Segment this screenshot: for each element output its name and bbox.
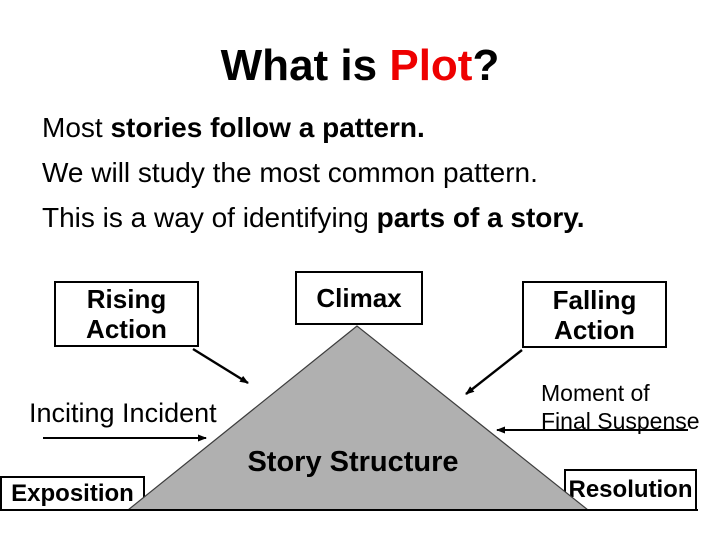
- exposition-box: Exposition: [0, 476, 145, 511]
- rising-action-label-line1: Rising: [86, 284, 167, 314]
- moment-of-final-suspense-label: Moment of Final Suspense: [541, 379, 700, 435]
- falling-action-label-line2: Action: [554, 314, 635, 345]
- body-text: Most stories follow a pattern. We will st…: [42, 105, 702, 240]
- body-line: This is a way of identifying parts of a …: [42, 195, 702, 240]
- moment-label-line2: Final Suspense: [541, 408, 700, 434]
- climax-label: Climax: [316, 283, 402, 313]
- story-structure-label: Story Structure: [247, 446, 459, 478]
- body-text-segment: We will study the most common pattern.: [42, 157, 538, 188]
- resolution-box: Resolution: [564, 469, 697, 511]
- falling-action-label-line1: Falling: [552, 284, 637, 315]
- body-text-segment: This is a way of identifying: [42, 202, 377, 233]
- climax-box: Climax: [295, 271, 423, 325]
- falling-action-box: Falling Action: [522, 281, 667, 348]
- title-prefix: What is: [220, 41, 390, 90]
- body-text-segment: stories follow a pattern.: [110, 112, 425, 143]
- body-text-segment: parts of a story.: [376, 202, 585, 233]
- title-highlight: Plot: [389, 41, 473, 90]
- title-suffix: ?: [472, 41, 500, 90]
- rising-action-arrow: [192, 347, 249, 385]
- moment-label-line1: Moment of: [541, 380, 650, 406]
- exposition-label: Exposition: [11, 479, 134, 507]
- slide-title: What is Plot?: [0, 44, 720, 88]
- inciting-incident-label: Inciting Incident: [29, 398, 217, 428]
- resolution-label: Resolution: [568, 476, 693, 503]
- body-line: We will study the most common pattern.: [42, 150, 702, 195]
- rising-action-box: Rising Action: [54, 281, 199, 347]
- body-text-segment: Most: [42, 112, 111, 143]
- rising-action-label-line2: Action: [86, 314, 167, 344]
- body-line: Most stories follow a pattern.: [42, 105, 702, 150]
- falling-action-arrow: [465, 349, 523, 395]
